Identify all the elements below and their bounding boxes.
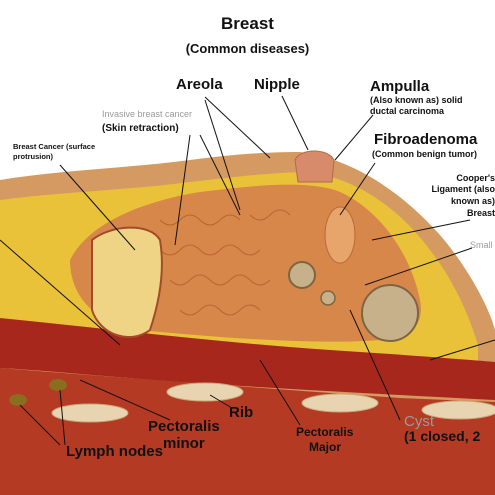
label-pectoralis-major-1: Pectoralis — [296, 425, 354, 439]
label-coopers-1: Cooper's — [456, 173, 495, 183]
label-nipple: Nipple — [254, 76, 300, 93]
label-surface-protrusion-2: protrusion) — [13, 152, 53, 161]
lymph-node-shapes — [9, 379, 67, 406]
label-pectoralis-minor-1: Pectoralis — [148, 418, 220, 435]
label-cyst: Cyst — [404, 413, 434, 430]
label-rib: Rib — [229, 404, 254, 421]
nipple-shape — [294, 150, 335, 183]
label-coopers-2: Ligament (also — [431, 184, 495, 194]
label-small: Small — [470, 240, 493, 250]
ribs — [51, 382, 495, 423]
label-coopers-4: Breast — [466, 208, 495, 218]
label-coopers-3: known as) — [450, 196, 495, 206]
label-skin-retraction: (Skin retraction) — [102, 123, 179, 134]
label-invasive-cancer: Invasive breast cancer — [102, 109, 193, 119]
diagram-subtitle: (Common diseases) — [185, 41, 310, 56]
fibroadenoma-shape — [324, 206, 356, 264]
label-ampulla: Ampulla — [370, 78, 430, 95]
label-areola: Areola — [176, 76, 223, 93]
label-ampulla-note-1: (Also known as) solid — [370, 95, 463, 105]
label-lymph-nodes: Lymph nodes — [66, 443, 163, 460]
cyst-large — [361, 284, 419, 342]
leader-lines — [0, 95, 495, 446]
label-fibroadenoma-note: (Common benign tumor) — [372, 149, 477, 159]
cyst-small — [320, 290, 336, 306]
surface-tumor-shape — [91, 226, 163, 339]
pectoralis-major-muscle — [0, 318, 495, 400]
lobule-pattern — [159, 209, 291, 316]
label-pectoralis-major-2: Major — [309, 440, 342, 454]
label-pectoralis-minor-2: minor — [163, 435, 205, 452]
label-ampulla-note-2: ductal carcinoma — [370, 106, 445, 116]
cyst-medium — [288, 261, 316, 289]
label-surface-protrusion-1: Breast Cancer (surface — [13, 142, 96, 151]
label-cyst-note: (1 closed, 2 — [404, 428, 481, 444]
label-fibroadenoma: Fibroadenoma — [374, 131, 478, 148]
diagram-title: Breast — [221, 14, 274, 33]
